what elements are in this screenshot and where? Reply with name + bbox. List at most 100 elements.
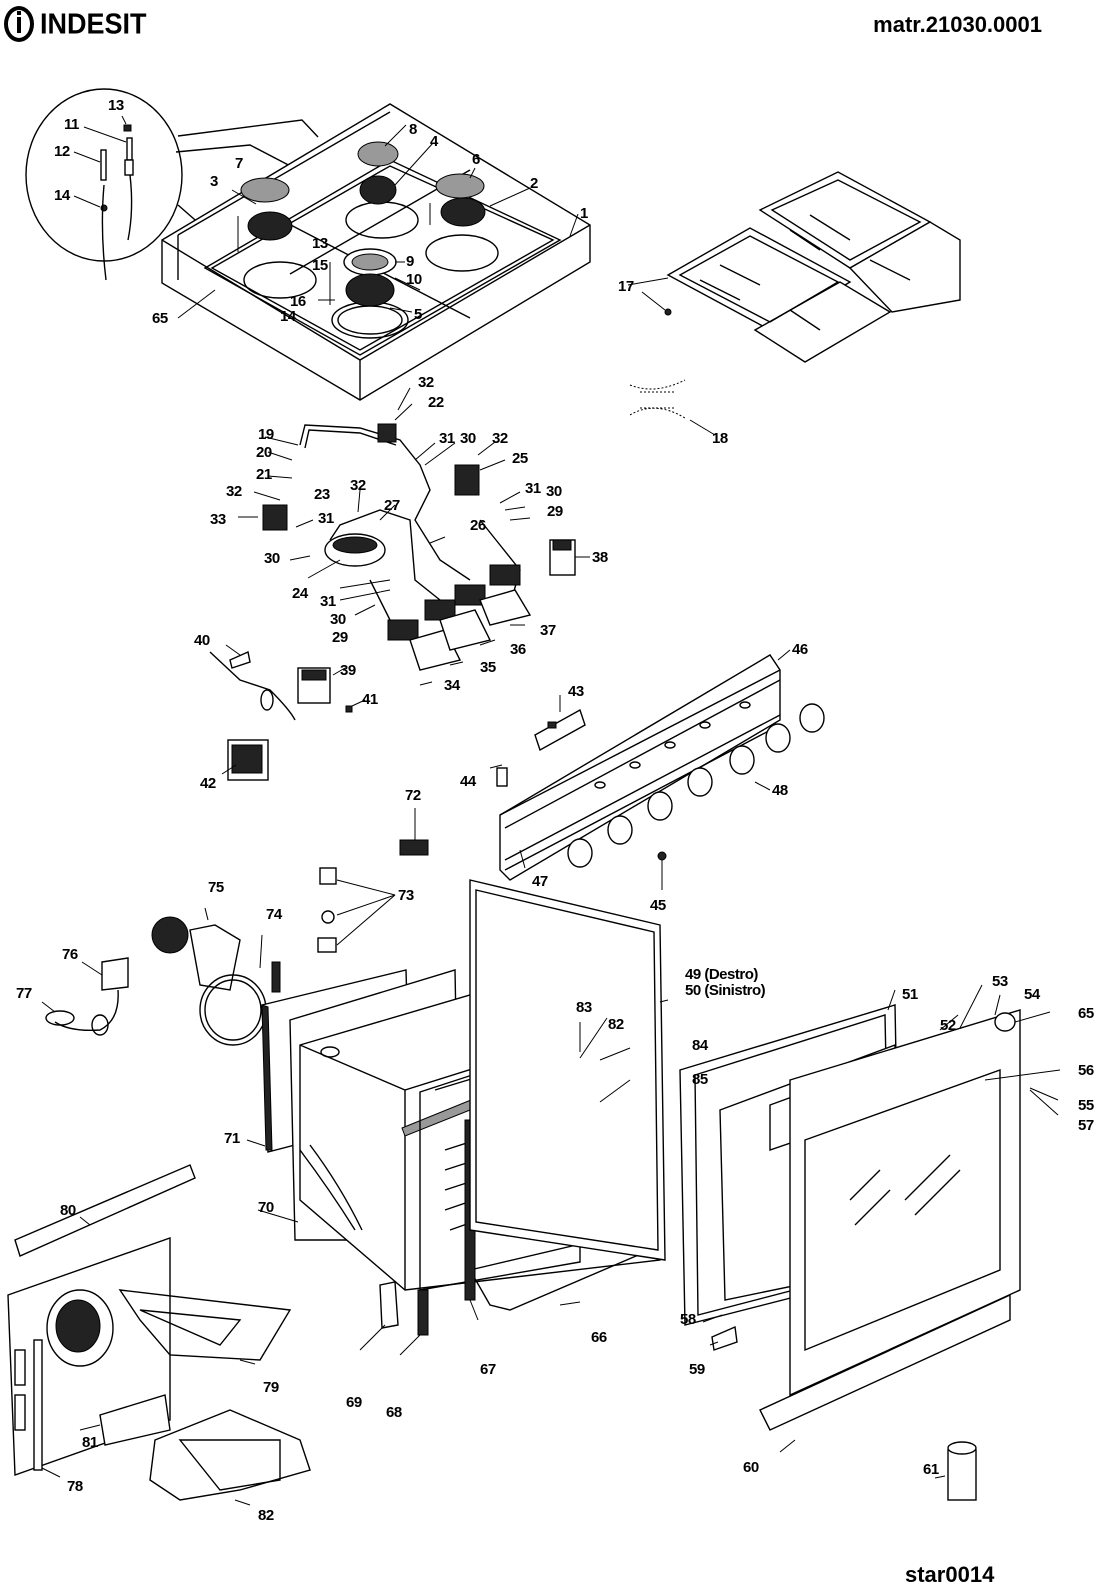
part-label: 60 bbox=[743, 1459, 759, 1476]
part-label: 3 bbox=[210, 173, 218, 190]
part-label: 22 bbox=[428, 394, 444, 411]
part-label: 46 bbox=[792, 641, 808, 658]
model-number: matr.21030.0001 bbox=[873, 12, 1042, 37]
part-label: 26 bbox=[470, 517, 486, 534]
part-label: 15 bbox=[312, 257, 328, 274]
part-label: 8 bbox=[409, 121, 417, 138]
part-label: 39 bbox=[340, 662, 356, 679]
control-panel bbox=[489, 649, 825, 890]
oven-door bbox=[679, 984, 1061, 1501]
part-label: 65 bbox=[152, 310, 168, 327]
part-label: 50 (Sinistro) bbox=[685, 982, 766, 999]
part-label: 82 bbox=[608, 1016, 624, 1033]
oven-cavity bbox=[246, 879, 669, 1321]
part-label: 14 bbox=[54, 187, 70, 204]
part-label: 77 bbox=[16, 985, 32, 1002]
part-label: 84 bbox=[692, 1037, 708, 1054]
part-label: 81 bbox=[82, 1434, 98, 1451]
part-label: 17 bbox=[618, 278, 634, 295]
part-label: 80 bbox=[60, 1202, 76, 1219]
part-label: 51 bbox=[902, 986, 918, 1003]
part-label: 42 bbox=[200, 775, 216, 792]
part-label: 45 bbox=[650, 897, 666, 914]
rear-panel-elements bbox=[7, 1164, 429, 1506]
part-label: 21 bbox=[256, 466, 272, 483]
part-label: 73 bbox=[398, 887, 414, 904]
drawing-code: star0014 bbox=[905, 1562, 995, 1587]
part-label: 14 bbox=[280, 308, 296, 325]
part-label: 85 bbox=[692, 1071, 708, 1088]
part-label: 20 bbox=[256, 444, 272, 461]
part-label: 68 bbox=[386, 1404, 402, 1421]
part-label: 43 bbox=[568, 683, 584, 700]
part-label: 13 bbox=[108, 97, 124, 114]
part-label: 6 bbox=[472, 151, 480, 168]
part-label: 35 bbox=[480, 659, 496, 676]
part-label: 27 bbox=[384, 497, 400, 514]
part-label: 31 bbox=[439, 430, 455, 447]
detail-circle-electrode bbox=[25, 88, 319, 281]
part-label: 38 bbox=[592, 549, 608, 566]
part-label: 75 bbox=[208, 879, 224, 896]
part-label: 66 bbox=[591, 1329, 607, 1346]
part-label: 58 bbox=[680, 1311, 696, 1328]
part-label: 12 bbox=[54, 143, 70, 160]
part-label: 1 bbox=[580, 205, 588, 222]
part-label: 61 bbox=[923, 1461, 939, 1478]
part-label: 78 bbox=[67, 1478, 83, 1495]
part-label: 18 bbox=[712, 430, 728, 447]
part-label: 47 bbox=[532, 873, 548, 890]
part-label: 79 bbox=[263, 1379, 279, 1396]
gas-valves-piping bbox=[238, 387, 590, 686]
part-label: 13 bbox=[312, 235, 328, 252]
part-label: 41 bbox=[362, 691, 378, 708]
part-label: 24 bbox=[292, 585, 308, 602]
part-label: 34 bbox=[444, 677, 460, 694]
part-label: 67 bbox=[480, 1361, 496, 1378]
part-label: 31 bbox=[525, 480, 541, 497]
part-label: 52 bbox=[940, 1017, 956, 1034]
part-label: 56 bbox=[1078, 1062, 1094, 1079]
part-label: 11 bbox=[64, 116, 79, 133]
part-label: 5 bbox=[414, 306, 422, 323]
part-label: 44 bbox=[460, 773, 476, 790]
electrical-components bbox=[209, 644, 366, 781]
part-label: 40 bbox=[194, 632, 210, 649]
part-label: 74 bbox=[266, 906, 282, 923]
part-label: 31 bbox=[318, 510, 334, 527]
part-label: 7 bbox=[235, 155, 243, 172]
part-label: 31 bbox=[320, 593, 336, 610]
part-label: 70 bbox=[258, 1199, 274, 1216]
part-label: 25 bbox=[512, 450, 528, 467]
part-label: 72 bbox=[405, 787, 421, 804]
part-label: 23 bbox=[314, 486, 330, 503]
part-label: 57 bbox=[1078, 1117, 1094, 1134]
part-label: 53 bbox=[992, 973, 1008, 990]
part-label: 30 bbox=[460, 430, 476, 447]
part-label: 30 bbox=[546, 483, 562, 500]
part-label: 2 bbox=[530, 175, 538, 192]
part-label: 54 bbox=[1024, 986, 1040, 1003]
part-label: 49 (Destro) bbox=[685, 966, 758, 983]
part-label: 65 bbox=[1078, 1005, 1094, 1022]
part-label: 32 bbox=[226, 483, 242, 500]
part-label: 69 bbox=[346, 1394, 362, 1411]
part-label: 19 bbox=[258, 426, 274, 443]
part-label: 10 bbox=[406, 271, 422, 288]
part-label: 29 bbox=[332, 629, 348, 646]
part-label: 82 bbox=[258, 1507, 274, 1524]
part-label: 30 bbox=[330, 611, 346, 628]
cooktop bbox=[161, 103, 591, 401]
part-label: 32 bbox=[418, 374, 434, 391]
part-label: 55 bbox=[1078, 1097, 1094, 1114]
part-label: 37 bbox=[540, 622, 556, 639]
part-label: 32 bbox=[492, 430, 508, 447]
part-label: 9 bbox=[406, 253, 414, 270]
part-label: 4 bbox=[430, 133, 438, 150]
part-label: 16 bbox=[290, 293, 306, 310]
part-label: 83 bbox=[576, 999, 592, 1016]
part-label: 29 bbox=[547, 503, 563, 520]
brand-header: INDESIT bbox=[4, 6, 147, 42]
part-label: 32 bbox=[350, 477, 366, 494]
